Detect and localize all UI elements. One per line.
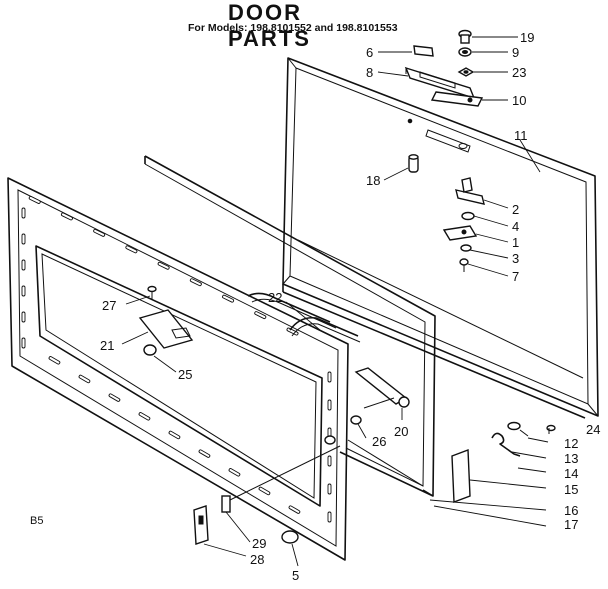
part-13-spring [491, 432, 521, 457]
part-25-plug [143, 344, 157, 356]
callout-20: 20 [394, 424, 408, 439]
part-26-screw [324, 415, 362, 445]
callout-25: 25 [178, 367, 192, 382]
panel-slot [222, 294, 235, 303]
panel-slot [138, 412, 151, 421]
part-1-hinge [442, 225, 478, 241]
callout-8: 8 [366, 65, 373, 80]
panel-slot [286, 327, 299, 336]
leader-lines [121, 36, 549, 567]
part-5-knob [281, 530, 299, 544]
part-3-washer [460, 244, 472, 252]
callout-17: 17 [564, 517, 578, 532]
panel-slot [21, 337, 26, 349]
part-29-hinge-pin [221, 445, 341, 513]
panel-slot [28, 196, 41, 204]
panel-slot [254, 311, 267, 320]
panel-slot [125, 245, 138, 254]
callout-23: 23 [512, 65, 526, 80]
callout-1: 1 [512, 235, 519, 250]
part-28-hinge-block [193, 505, 209, 545]
callout-29: 29 [252, 536, 266, 551]
panel-slot [21, 311, 26, 323]
callout-27: 27 [102, 298, 116, 313]
panel-slot [189, 278, 202, 287]
outer-door-frame [282, 57, 599, 419]
panel-slot [21, 285, 26, 297]
callout-4: 4 [512, 219, 519, 234]
callout-16: 16 [564, 503, 578, 518]
part-12-screw [507, 421, 529, 437]
panel-slot [327, 455, 332, 467]
callout-22: 22 [268, 290, 282, 305]
part-22-rod [247, 292, 361, 343]
panel-slot [108, 393, 121, 402]
panel-slot [258, 486, 271, 496]
part-6-clip [413, 45, 434, 57]
part-4-washer [461, 211, 475, 221]
callout-2: 2 [512, 202, 519, 217]
panel-slot [168, 430, 181, 440]
panel-slot [60, 212, 73, 221]
part-18-spacer [408, 154, 419, 173]
corner-code: B5 [30, 515, 43, 527]
part-9-nut [458, 47, 472, 57]
callout-26: 26 [372, 434, 386, 449]
part-20-actuator [354, 367, 410, 409]
panel-slot [157, 261, 170, 270]
panel-slot [327, 399, 332, 411]
door-glass-frame [144, 155, 436, 497]
diagram-title: DOOR PARTS [228, 0, 311, 51]
part-2-hinge-bracket [455, 177, 485, 205]
panel-slot [21, 259, 26, 271]
callout-18: 18 [366, 173, 380, 188]
callout-13: 13 [564, 451, 578, 466]
panel-slot [21, 233, 26, 245]
panel-slot [21, 207, 26, 219]
panel-slot [327, 483, 332, 495]
part-27-screw [147, 285, 157, 300]
part-19-screw [458, 29, 472, 44]
part-7-screw [459, 258, 469, 272]
callout-28: 28 [250, 552, 264, 567]
part-15-plate [451, 449, 471, 503]
panel-slot [78, 374, 91, 384]
callout-15: 15 [564, 482, 578, 497]
callout-5: 5 [292, 568, 299, 583]
callout-labels: 19 9 6 8 23 10 11 18 2 4 1 3 7 22 27 21 … [30, 30, 600, 583]
callout-9: 9 [512, 45, 519, 60]
callout-19: 19 [520, 30, 534, 45]
part-21-latch [138, 309, 194, 349]
part-24-screw [546, 424, 556, 434]
panel-slot [48, 356, 61, 365]
callout-7: 7 [512, 269, 519, 284]
panel-slot [327, 511, 332, 523]
callout-3: 3 [512, 251, 519, 266]
panel-slot [288, 505, 301, 514]
callout-24: 24 [586, 422, 600, 437]
callout-6: 6 [366, 45, 373, 60]
part-10-plate [430, 91, 484, 107]
callout-11: 11 [514, 128, 528, 143]
part-23-washer [457, 67, 475, 77]
panel-slot [198, 449, 211, 458]
callout-21: 21 [100, 338, 114, 353]
callout-12: 12 [564, 436, 578, 451]
panel-slot [228, 468, 241, 477]
callout-10: 10 [512, 93, 526, 108]
callout-14: 14 [564, 466, 578, 481]
models-subtitle: For Models: 198.8101552 and 198.8101553 [188, 22, 398, 34]
panel-slot [327, 371, 332, 383]
panel-slot [93, 228, 106, 237]
